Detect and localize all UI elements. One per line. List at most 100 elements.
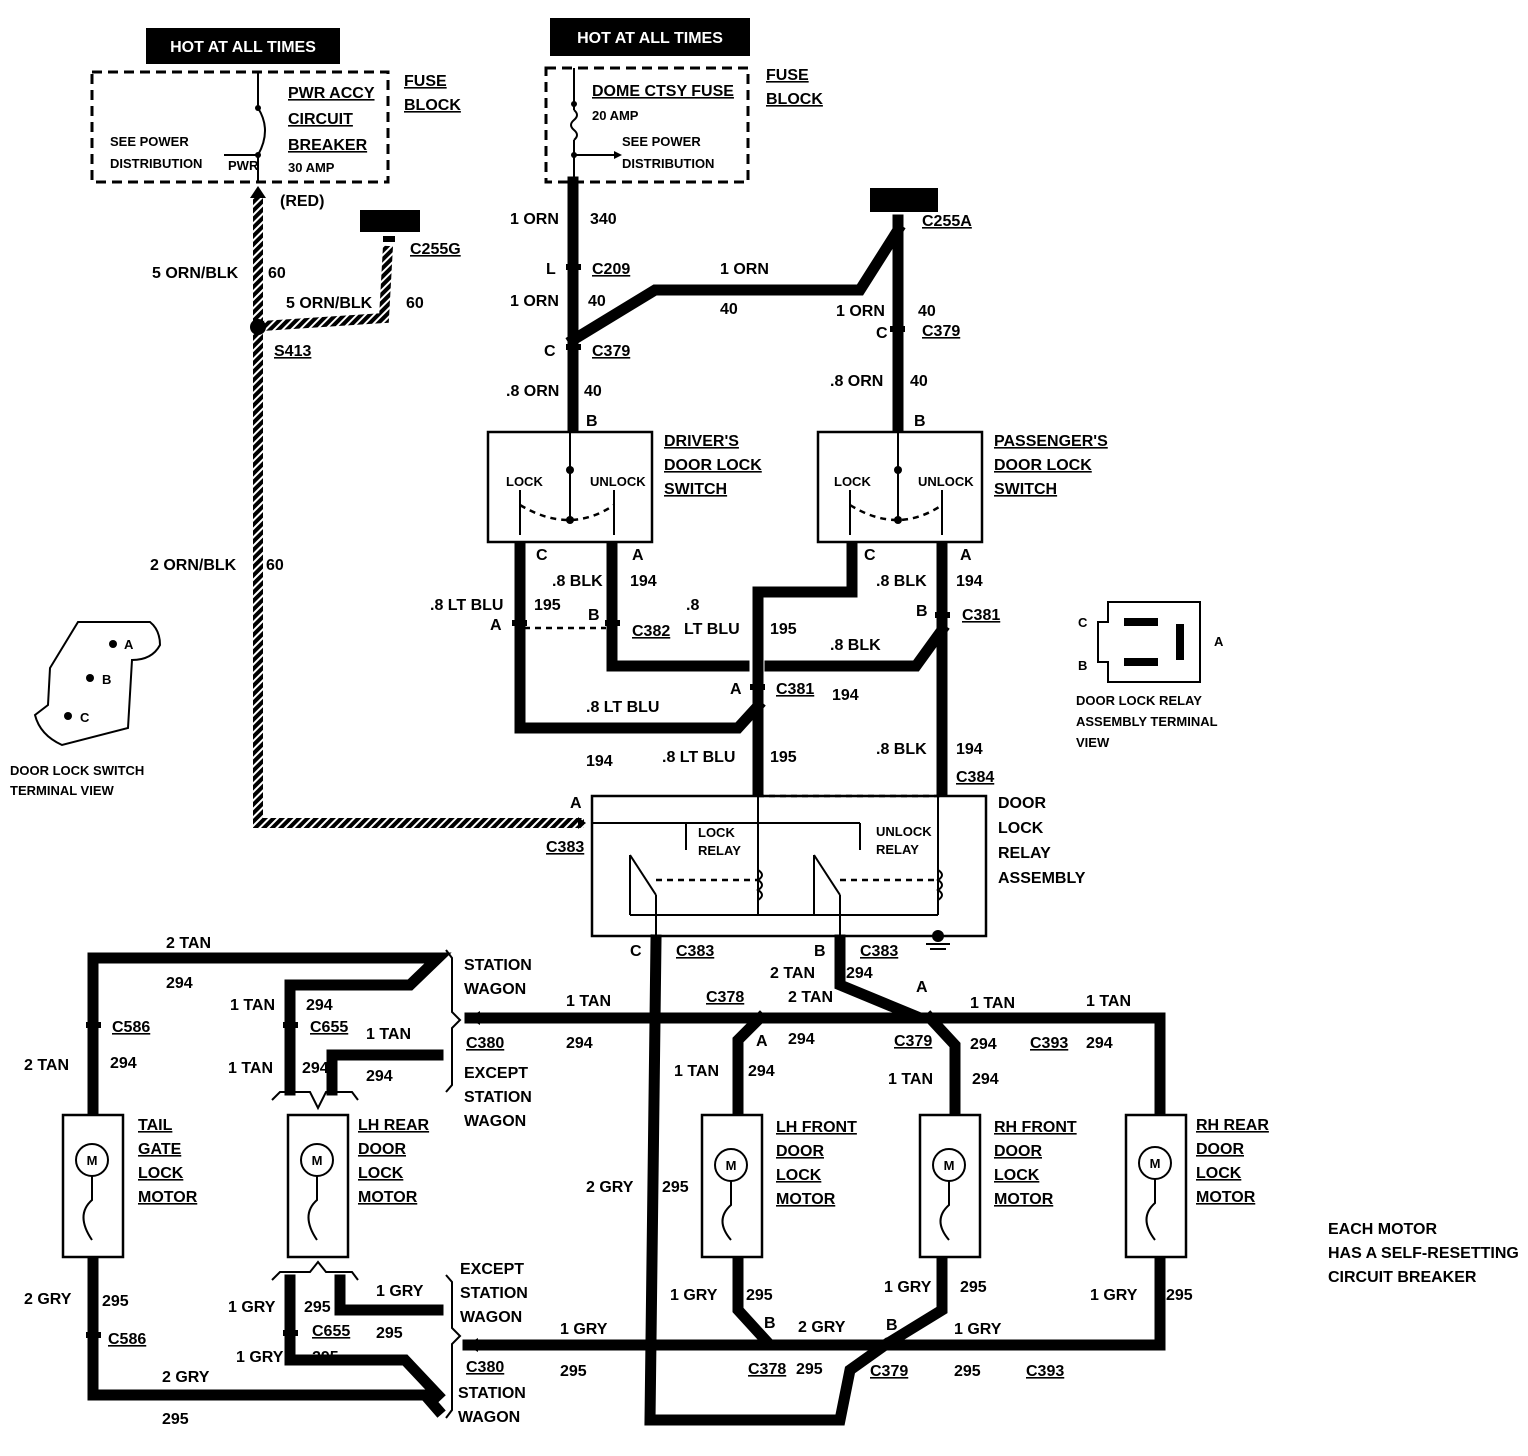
svg-text:2 TAN: 2 TAN	[788, 989, 833, 1006]
svg-text:LOCK: LOCK	[1196, 1165, 1242, 1182]
svg-text:195: 195	[534, 597, 561, 614]
svg-text:1 TAN: 1 TAN	[566, 993, 611, 1010]
svg-text:1 TAN: 1 TAN	[970, 995, 1015, 1012]
svg-text:.8: .8	[686, 597, 699, 614]
rh-rear-door-lock-motor: M RH REAR DOOR LOCK MOTOR	[1124, 1113, 1269, 1259]
svg-text:194: 194	[832, 687, 859, 704]
svg-text:294: 294	[366, 1068, 393, 1085]
svg-text:WAGON: WAGON	[460, 1309, 522, 1326]
svg-text:295: 295	[960, 1279, 987, 1296]
svg-text:LOCK: LOCK	[138, 1165, 184, 1182]
svg-text:DOOR: DOOR	[998, 795, 1046, 812]
svg-text:LOCK: LOCK	[506, 474, 543, 489]
ground-block-c255g	[360, 210, 420, 232]
svg-text:PWR ACCY: PWR ACCY	[288, 85, 375, 102]
wire-labels: (RED) 5 ORN/BLK 60 5 ORN/BLK 60 2 ORN/BL…	[24, 193, 1193, 1428]
svg-text:294: 294	[846, 965, 873, 982]
svg-text:DISTRIBUTION: DISTRIBUTION	[110, 156, 202, 171]
svg-text:.8 BLK: .8 BLK	[552, 573, 603, 590]
svg-text:M: M	[312, 1153, 323, 1168]
svg-text:.8 BLK: .8 BLK	[876, 573, 927, 590]
svg-text:LOCK: LOCK	[698, 825, 735, 840]
svg-text:RH FRONT: RH FRONT	[994, 1119, 1077, 1136]
svg-text:194: 194	[956, 741, 983, 758]
svg-text:40: 40	[910, 373, 928, 390]
svg-text:BLOCK: BLOCK	[404, 97, 461, 114]
svg-text:1 TAN: 1 TAN	[230, 997, 275, 1014]
svg-text:A: A	[570, 795, 582, 812]
svg-text:C586: C586	[108, 1331, 146, 1348]
svg-text:S413: S413	[274, 343, 311, 360]
wire-gry	[87, 934, 1166, 1426]
svg-text:294: 294	[748, 1063, 775, 1080]
svg-text:LOCK: LOCK	[358, 1165, 404, 1182]
svg-text:B: B	[586, 413, 598, 430]
svg-text:M: M	[944, 1158, 955, 1173]
svg-text:.8 BLK: .8 BLK	[876, 741, 927, 758]
svg-text:295: 295	[1166, 1287, 1193, 1304]
svg-text:A: A	[730, 681, 742, 698]
svg-text:LH FRONT: LH FRONT	[776, 1119, 857, 1136]
svg-text:VIEW: VIEW	[1076, 735, 1110, 750]
svg-text:B: B	[814, 943, 826, 960]
svg-text:TERMINAL VIEW: TERMINAL VIEW	[10, 783, 114, 798]
svg-text:2 GRY: 2 GRY	[586, 1179, 634, 1196]
drivers-door-lock-switch: LOCK UNLOCK DRIVER'S DOOR LOCK SWITCH	[486, 430, 762, 544]
svg-text:1 GRY: 1 GRY	[236, 1349, 284, 1366]
svg-text:C: C	[864, 547, 876, 564]
svg-text:2 ORN/BLK: 2 ORN/BLK	[150, 557, 237, 574]
svg-text:2 GRY: 2 GRY	[162, 1369, 210, 1386]
svg-text:195: 195	[770, 749, 797, 766]
svg-text:A: A	[960, 547, 972, 564]
svg-text:C255A: C255A	[922, 213, 972, 230]
svg-text:MOTOR: MOTOR	[1196, 1189, 1256, 1206]
svg-text:C: C	[544, 343, 556, 360]
svg-text:UNLOCK: UNLOCK	[590, 474, 646, 489]
svg-text:A: A	[490, 617, 502, 634]
svg-text:40: 40	[584, 383, 602, 400]
svg-text:RELAY: RELAY	[698, 843, 741, 858]
svg-text:1 TAN: 1 TAN	[366, 1026, 411, 1043]
wire-orn-blk	[250, 186, 584, 828]
svg-text:295: 295	[162, 1411, 189, 1428]
svg-text:SEE POWER: SEE POWER	[110, 134, 189, 149]
svg-text:1 ORN: 1 ORN	[510, 211, 559, 228]
svg-text:DOOR: DOOR	[1196, 1141, 1244, 1158]
svg-text:40: 40	[588, 293, 606, 310]
svg-text:L: L	[546, 261, 556, 278]
svg-text:LOCK: LOCK	[998, 820, 1044, 837]
svg-text:C393: C393	[1026, 1363, 1064, 1380]
fuse-block-left: PWR ACCY CIRCUIT BREAKER 30 AMP SEE POWE…	[90, 70, 461, 184]
hot-label-right: HOT AT ALL TIMES	[550, 18, 750, 56]
svg-text:295: 295	[662, 1179, 689, 1196]
svg-text:.8 LT BLU: .8 LT BLU	[586, 699, 659, 716]
svg-text:WAGON: WAGON	[458, 1409, 520, 1426]
svg-text:C: C	[630, 943, 642, 960]
svg-text:C380: C380	[466, 1035, 504, 1052]
svg-text:C655: C655	[312, 1323, 350, 1340]
variant-brackets	[271, 949, 462, 1419]
svg-text:294: 294	[972, 1071, 999, 1088]
svg-text:40: 40	[720, 301, 738, 318]
svg-text:294: 294	[1086, 1035, 1113, 1052]
svg-text:C383: C383	[860, 943, 898, 960]
svg-text:.8 BLK: .8 BLK	[830, 637, 881, 654]
svg-text:WAGON: WAGON	[464, 981, 526, 998]
svg-text:1 ORN: 1 ORN	[836, 303, 885, 320]
svg-text:C382: C382	[632, 623, 670, 640]
svg-text:M: M	[726, 1158, 737, 1173]
svg-text:C655: C655	[310, 1019, 348, 1036]
svg-text:C: C	[80, 710, 90, 725]
svg-text:C: C	[1078, 615, 1088, 630]
tail-gate-lock-motor: M TAIL GATE LOCK MOTOR	[61, 1113, 198, 1259]
svg-text:1 GRY: 1 GRY	[376, 1283, 424, 1300]
svg-text:294: 294	[166, 975, 193, 992]
svg-text:HOT AT ALL TIMES: HOT AT ALL TIMES	[577, 30, 723, 47]
svg-text:STATION: STATION	[464, 1089, 532, 1106]
svg-text:294: 294	[302, 1060, 329, 1077]
svg-text:MOTOR: MOTOR	[358, 1189, 418, 1206]
svg-text:MOTOR: MOTOR	[138, 1189, 198, 1206]
svg-text:DOOR: DOOR	[776, 1143, 824, 1160]
svg-text:294: 294	[788, 1031, 815, 1048]
svg-text:.8 LT BLU: .8 LT BLU	[662, 749, 735, 766]
